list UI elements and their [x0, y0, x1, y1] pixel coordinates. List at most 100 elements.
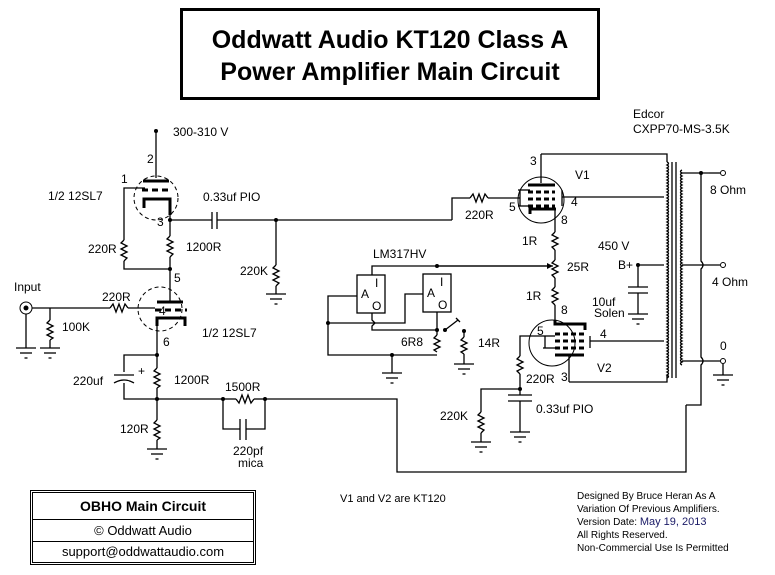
cap-bplus-label-1: 10uf: [592, 295, 616, 309]
transformer-label-2: CXPP70-MS-3.5K: [633, 122, 730, 136]
supply-node: [154, 129, 158, 178]
input-label: Input: [14, 280, 41, 294]
r-plate-load-label: 1200R: [186, 240, 222, 254]
resistor-100k: [45, 319, 55, 341]
credit-box: OBHO Main Circuit © Oddwatt Audio suppor…: [30, 490, 256, 565]
r-reg-switch-label: 14R: [478, 336, 500, 350]
regulator-label: LM317HV: [373, 247, 426, 261]
tube-12sl7-top-label: 1/2 12SL7: [48, 189, 103, 203]
svg-text:I: I: [440, 275, 443, 289]
r-grid-leak-top-label: 220K: [240, 264, 268, 278]
resistor-120r: [152, 419, 162, 441]
switch-lever[interactable]: [444, 319, 459, 331]
input-jack-icon[interactable]: [19, 301, 33, 315]
resistor-1200r-plate: [165, 235, 175, 258]
v1-pin-8: 8: [561, 213, 568, 227]
credit-copyright: © Oddwatt Audio: [33, 520, 253, 542]
cap-feedback-label-1: 220pf: [233, 444, 264, 458]
version-date: May 19, 2013: [639, 516, 707, 528]
terminal-4ohm[interactable]: [720, 262, 726, 268]
regulator-2: A I O: [422, 273, 452, 313]
cap-coupling-bottom-label: 0.33uf PIO: [536, 402, 593, 416]
ground-icon: [15, 347, 37, 359]
ground-icon: [39, 347, 61, 359]
v1-pin-5: 5: [509, 200, 516, 214]
ground-icon: [453, 363, 475, 375]
ground-icon: [381, 372, 403, 384]
terminal-8ohm[interactable]: [720, 170, 726, 176]
svg-text:I: I: [375, 276, 378, 290]
design-note-line-4: All Rights Reserved.: [577, 530, 668, 541]
potentiometer-25r[interactable]: [550, 259, 560, 279]
resistor-220k-bottom: [476, 411, 486, 434]
title-box: Oddwatt Audio KT120 Class A Power Amplif…: [180, 8, 600, 100]
ground-icon: [146, 448, 168, 460]
pin-5: 5: [174, 271, 181, 285]
v1-pin-3: 3: [530, 154, 537, 168]
pot-balance-label: 25R: [567, 260, 589, 274]
resistor-220r-input: [109, 302, 129, 314]
supply-voltage-label: 300-310 V: [173, 125, 228, 139]
svg-text:A: A: [361, 287, 369, 301]
credit-title: OBHO Main Circuit: [33, 493, 253, 520]
bplus-label: B+: [618, 258, 633, 272]
tube-v1: [517, 154, 565, 229]
cap-cathode-bypass-label: 220uf: [73, 374, 104, 388]
title-line-2: Power Amplifier Main Circuit: [220, 58, 560, 86]
tube-note: V1 and V2 are KT120: [340, 493, 446, 505]
r-grid-feedback-label: 220R: [88, 242, 117, 256]
tube-v2: [528, 319, 591, 382]
resistor-1r-v1: [550, 231, 560, 251]
ground-icon: [509, 431, 531, 443]
pin-2: 2: [147, 152, 154, 166]
cap-bplus-label-2: Solen: [594, 306, 625, 320]
regulator-1: A I O: [356, 274, 386, 314]
pin-3: 3: [157, 215, 164, 229]
r-cathode-120-label: 120R: [120, 422, 149, 436]
resistor-1200r-cathode: [152, 367, 162, 389]
r-input-shunt-label: 100K: [62, 320, 90, 334]
cap-feedback-label-2: mica: [238, 456, 264, 470]
r-input-grid-label: 220R: [102, 290, 131, 304]
r-grid-leak-bottom-label: 220K: [440, 409, 468, 423]
r-v1-grid-label: 220R: [465, 208, 494, 222]
r-v2-cathode-label: 1R: [526, 289, 542, 303]
svg-text:A: A: [427, 286, 435, 300]
ground-icon: [470, 441, 492, 453]
resistor-6r8: [432, 334, 442, 353]
feedback-wire: [265, 398, 687, 473]
out-8ohm-label: 8 Ohm: [710, 183, 746, 197]
svg-text:O: O: [372, 299, 381, 313]
resistor-220k-top: [271, 264, 281, 287]
pin-6: 6: [163, 335, 170, 349]
r-v1-cathode-label: 1R: [522, 234, 538, 248]
design-note-line-1: Designed By Bruce Heran As A: [577, 491, 716, 502]
v2-pin-5: 5: [537, 324, 544, 338]
r-v2-grid-label: 220R: [526, 372, 555, 386]
v1-pin-4: 4: [571, 195, 578, 209]
tube-v2-label: V2: [597, 361, 612, 375]
ground-icon: [712, 374, 734, 386]
cap-coupling-top-label: 0.33uf PIO: [203, 190, 260, 204]
resistor-1r-v2: [550, 286, 560, 306]
svg-text:O: O: [438, 298, 447, 312]
design-note-line-2: Variation Of Previous Amplifiers.: [577, 504, 720, 515]
resistor-14r: [459, 336, 469, 355]
ground-icon: [265, 293, 287, 305]
r-cathode-1200-label: 1200R: [174, 373, 210, 387]
resistor-220r-v2: [515, 355, 525, 375]
tube-12sl7-top: [133, 175, 179, 222]
title-line-1: Oddwatt Audio KT120 Class A: [211, 26, 569, 54]
tube-12sl7-bottom: [137, 286, 187, 355]
terminal-0[interactable]: [720, 358, 726, 364]
transformer-label-1: Edcor: [633, 107, 664, 121]
r-feedback-label: 1500R: [225, 380, 261, 394]
v2-pin-3: 3: [561, 370, 568, 384]
resistor-1500r: [235, 393, 255, 405]
credit-email[interactable]: support@oddwattaudio.com: [61, 544, 225, 559]
pin-4: 4: [159, 304, 166, 318]
v2-pin-8: 8: [561, 303, 568, 317]
resistor-220r-v1: [469, 192, 489, 204]
tube-12sl7-bottom-label: 1/2 12SL7: [202, 326, 257, 340]
